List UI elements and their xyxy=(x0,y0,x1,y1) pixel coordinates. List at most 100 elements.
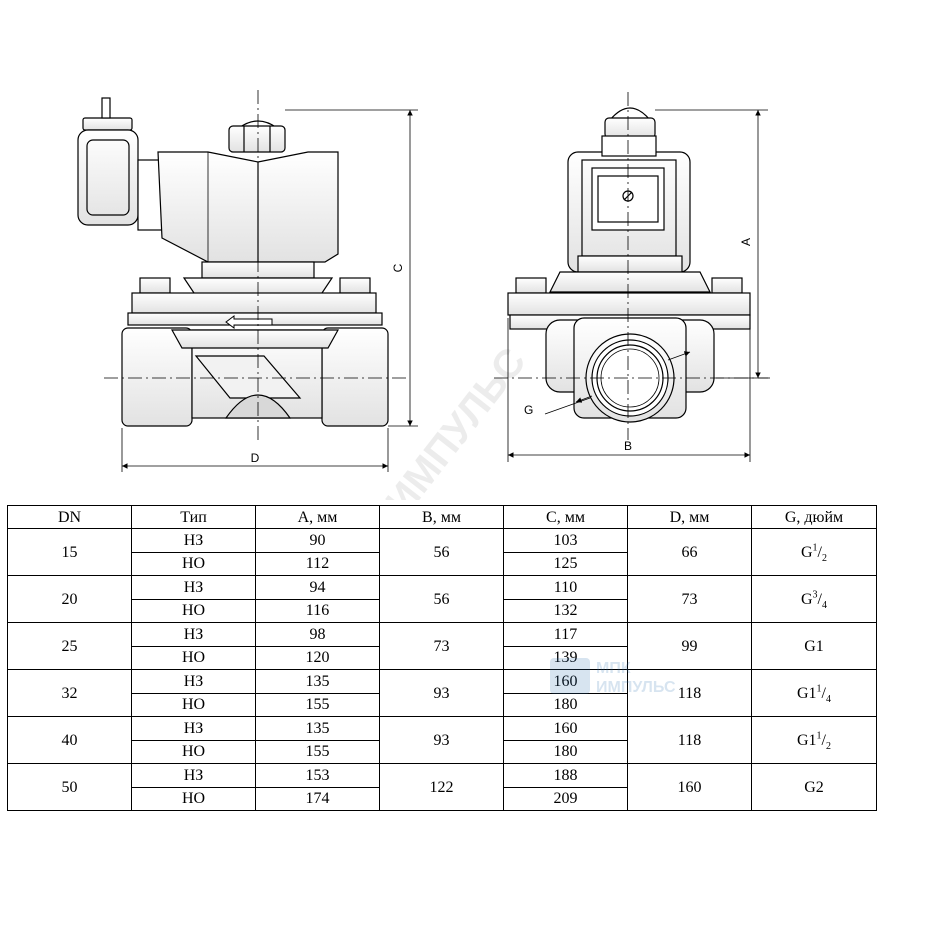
cell-dn: 20 xyxy=(7,575,132,623)
dimension-label-c: C xyxy=(391,263,405,272)
cell-c: 180 xyxy=(503,692,628,717)
dimension-label-d: D xyxy=(251,451,260,465)
cell-d: 118 xyxy=(627,716,752,764)
front-view xyxy=(507,107,751,423)
cell-a: 155 xyxy=(255,692,380,717)
thread-den: 2 xyxy=(822,552,827,564)
dimension-a xyxy=(655,109,768,379)
dimension-g xyxy=(544,351,691,415)
cell-c: 160 xyxy=(503,669,628,694)
cell-dn: 25 xyxy=(7,622,132,670)
cell-type: НО xyxy=(131,692,256,717)
thread-num: 3 xyxy=(812,589,818,601)
header-d: D, мм xyxy=(627,505,752,529)
thread-base: G xyxy=(796,684,809,702)
cell-a: 135 xyxy=(255,669,380,694)
header-c: C, мм xyxy=(503,505,628,529)
cell-a: 120 xyxy=(255,645,380,670)
thread-num: 1 xyxy=(812,542,818,554)
thread-den: 2 xyxy=(826,740,831,752)
cell-c: 103 xyxy=(503,528,628,553)
thread-base: G1 xyxy=(804,637,824,655)
cell-c: 180 xyxy=(503,739,628,764)
cell-b: 56 xyxy=(379,575,504,623)
dimension-label-a: A xyxy=(739,238,753,246)
cell-dn: 15 xyxy=(7,528,132,576)
spec-table: DN Тип A, мм B, мм C, мм D, мм G, дюйм 1… xyxy=(7,505,877,811)
cell-a: 90 xyxy=(255,528,380,553)
dimension-c xyxy=(285,109,418,427)
logo-mark-icon xyxy=(550,658,590,694)
cell-c: 188 xyxy=(503,763,628,788)
cell-dn: 32 xyxy=(7,669,132,717)
cell-d: 66 xyxy=(627,528,752,576)
cell-type: НО xyxy=(131,551,256,576)
cell-type: НО xyxy=(131,739,256,764)
cell-type: НЗ xyxy=(131,622,256,647)
cell-d: 160 xyxy=(627,763,752,811)
cell-c: 132 xyxy=(503,598,628,623)
cell-b: 93 xyxy=(379,669,504,717)
header-dn: DN xyxy=(7,505,132,529)
watermark-line2: ИМПУЛЬС xyxy=(596,679,676,696)
watermark-line1: МПК xyxy=(596,660,631,677)
cell-g: G3/4 xyxy=(751,575,877,623)
thread-base: G xyxy=(796,731,809,749)
header-a: A, мм xyxy=(255,505,380,529)
cell-d: 73 xyxy=(627,575,752,623)
cell-type: НЗ xyxy=(131,763,256,788)
dimension-label-g: G xyxy=(524,403,533,417)
thread-num: 1 xyxy=(816,730,822,742)
cell-a: 155 xyxy=(255,739,380,764)
thread-den: 4 xyxy=(826,693,831,705)
cell-type: НЗ xyxy=(131,575,256,600)
header-b: B, мм xyxy=(379,505,504,529)
cell-a: 112 xyxy=(255,551,380,576)
cell-a: 174 xyxy=(255,786,380,811)
watermark-logo: МПК ИМПУЛЬС xyxy=(550,658,676,696)
thread-base: G xyxy=(800,590,813,608)
cell-g: G2 xyxy=(751,763,877,811)
cell-dn: 50 xyxy=(7,763,132,811)
thread-whole: 1 xyxy=(808,684,817,702)
dimension-d xyxy=(121,428,389,472)
cell-b: 73 xyxy=(379,622,504,670)
dimension-label-b: B xyxy=(624,439,632,453)
cell-a: 98 xyxy=(255,622,380,647)
cell-type: НО xyxy=(131,598,256,623)
cell-b: 93 xyxy=(379,716,504,764)
cell-a: 116 xyxy=(255,598,380,623)
cell-b: 56 xyxy=(379,528,504,576)
cell-type: НО xyxy=(131,645,256,670)
thread-den: 4 xyxy=(822,599,827,611)
cell-c: 139 xyxy=(503,645,628,670)
cell-type: НО xyxy=(131,786,256,811)
cell-c: 110 xyxy=(503,575,628,600)
cell-b: 122 xyxy=(379,763,504,811)
cell-dn: 40 xyxy=(7,716,132,764)
side-center-lines xyxy=(104,90,410,440)
cell-a: 153 xyxy=(255,763,380,788)
header-type: Тип xyxy=(131,505,256,529)
cell-type: НЗ xyxy=(131,716,256,741)
cell-g: G1/2 xyxy=(751,528,877,576)
cell-a: 135 xyxy=(255,716,380,741)
thread-whole: 1 xyxy=(808,731,817,749)
cell-type: НЗ xyxy=(131,669,256,694)
thread-base: G2 xyxy=(804,778,824,796)
valve-drawing: C D xyxy=(77,90,770,500)
cell-g: G11/4 xyxy=(751,669,877,717)
dimension-b xyxy=(507,318,751,462)
thread-base: G xyxy=(800,543,813,561)
cell-c: 117 xyxy=(503,622,628,647)
